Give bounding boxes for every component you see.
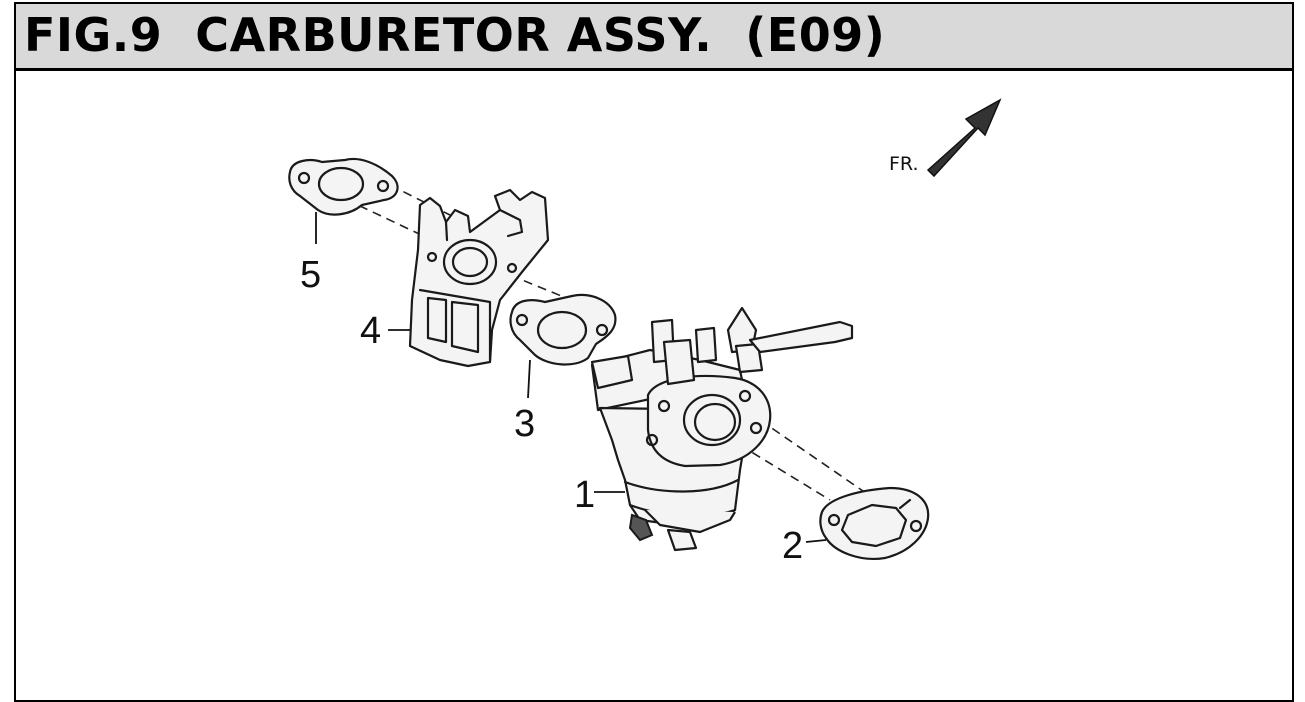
callout-3: 3: [514, 403, 535, 445]
gasket-part-3: [509, 293, 617, 366]
front-direction-label: FR.: [889, 153, 919, 175]
figure-frame: FIG.9 CARBURETOR ASSY. (E09): [14, 2, 1294, 702]
bracket-part-4: [408, 188, 550, 368]
front-direction-arrow: FR.: [889, 98, 1002, 178]
carburetor-exploded-diagram: FR.: [288, 98, 1002, 567]
assembly-axis-lines: [304, 179, 906, 521]
figure-title: FIG.9 CARBURETOR ASSY. (E09): [24, 8, 886, 62]
callout-4: 4: [360, 310, 381, 352]
callout-1: 1: [574, 474, 595, 516]
figure-header: FIG.9 CARBURETOR ASSY. (E09): [16, 4, 1292, 71]
callout-2: 2: [782, 525, 803, 567]
gasket-part-5: [288, 157, 399, 216]
callout-leaders: [315, 212, 827, 543]
gasket-part-2: [819, 486, 930, 560]
callout-5: 5: [300, 254, 321, 296]
carburetor-part-1: [590, 306, 854, 552]
